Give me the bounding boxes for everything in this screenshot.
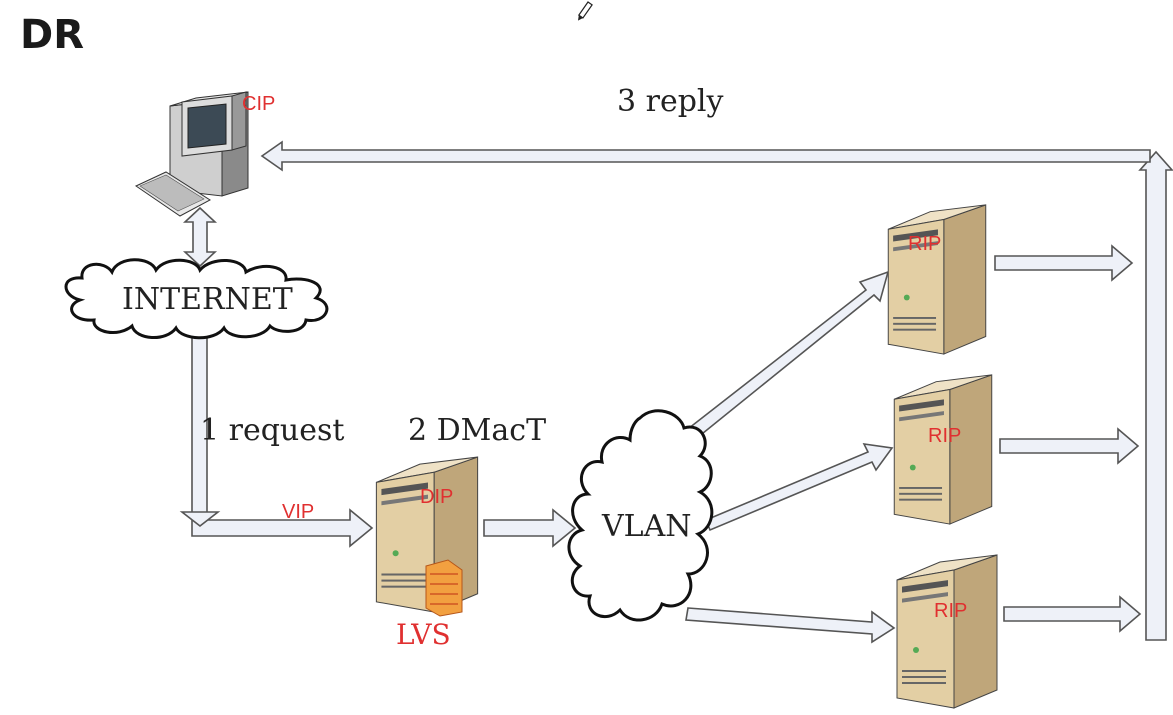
request-arrow [191,334,374,548]
rip2-label: RIP [928,425,961,447]
rip2-out-arrow [999,427,1140,465]
rip1-out-arrow [994,244,1134,282]
pencil-icon [577,1,593,21]
rip2-server-icon [893,374,993,525]
rip1-label: RIP [908,233,941,255]
reply-label: 3 reply [617,84,724,119]
lvs-label: LVS [396,618,451,651]
vlan-label: VLAN [601,509,692,544]
request-arrow-tip [179,511,221,528]
vlan-rip3-arrow [685,607,896,644]
request-label: 1 request [200,413,344,448]
diagram-title: DR [20,12,84,58]
vlan-rip2-arrow [704,442,894,532]
rip3-out-arrow [1003,595,1142,633]
reply-arrow-vertical [1138,150,1173,641]
internet-label: INTERNET [122,282,293,317]
cip-label: CIP [242,93,275,115]
reply-arrow-horizontal [260,140,1151,172]
rip1-server-icon [887,204,987,355]
firewall-icon [425,559,463,617]
vlan-cloud-icon [567,409,714,622]
computer-icon [134,91,249,217]
dip-label: DIP [420,486,453,508]
rip3-server-icon [896,554,998,709]
vlan-rip1-arrow [682,270,890,444]
lvs-vlan-arrow [483,508,577,548]
internet-cloud-icon [64,258,329,340]
computer-internet-arrow [182,206,218,268]
vip-label: VIP [282,501,314,523]
dmac-label: 2 DMacT [408,413,546,448]
rip3-label: RIP [934,600,967,622]
